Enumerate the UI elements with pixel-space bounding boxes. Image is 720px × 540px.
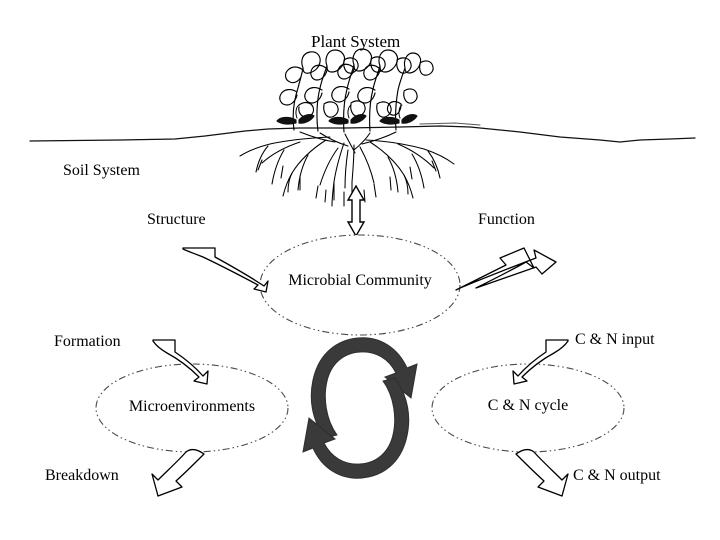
cycle-top-clockwise-arrow-icon [310, 337, 418, 439]
structure-label: Structure [147, 211, 206, 228]
plant-illustration-icon [239, 48, 455, 207]
cycle-bottom-counterclockwise-arrow-icon [302, 377, 410, 479]
structure-curved-arrow-icon [182, 247, 269, 293]
function-curved-arrow-icon [455, 247, 557, 291]
c-n-input-label: C & N input [575, 331, 655, 348]
microenvironments-ellipse [95, 363, 289, 453]
soil-surface-line-icon [29, 122, 696, 143]
function-label: Function [478, 211, 535, 228]
formation-curved-arrow-icon [152, 339, 209, 385]
c-n-cycle-ellipse [431, 363, 625, 453]
plant-system-label: Plant System [311, 32, 401, 51]
c-n-output-curved-arrow-icon [515, 448, 569, 497]
c-n-output-label: C & N output [573, 467, 661, 484]
c-n-cycle-node-label: C & N cycle [487, 397, 569, 414]
breakdown-label: Breakdown [45, 467, 119, 484]
microbial-community-ellipse [259, 234, 461, 336]
formation-label: Formation [54, 333, 121, 350]
breakdown-curved-arrow-icon [151, 448, 205, 497]
microenvironments-node-label: Microenvironments [128, 398, 256, 415]
soil-system-label: Soil System [63, 162, 140, 179]
microbial-community-node-label: Microbial Community [288, 272, 432, 289]
vertical-double-headed-arrow-icon [346, 184, 366, 238]
c-n-input-curved-arrow-icon [512, 339, 569, 385]
